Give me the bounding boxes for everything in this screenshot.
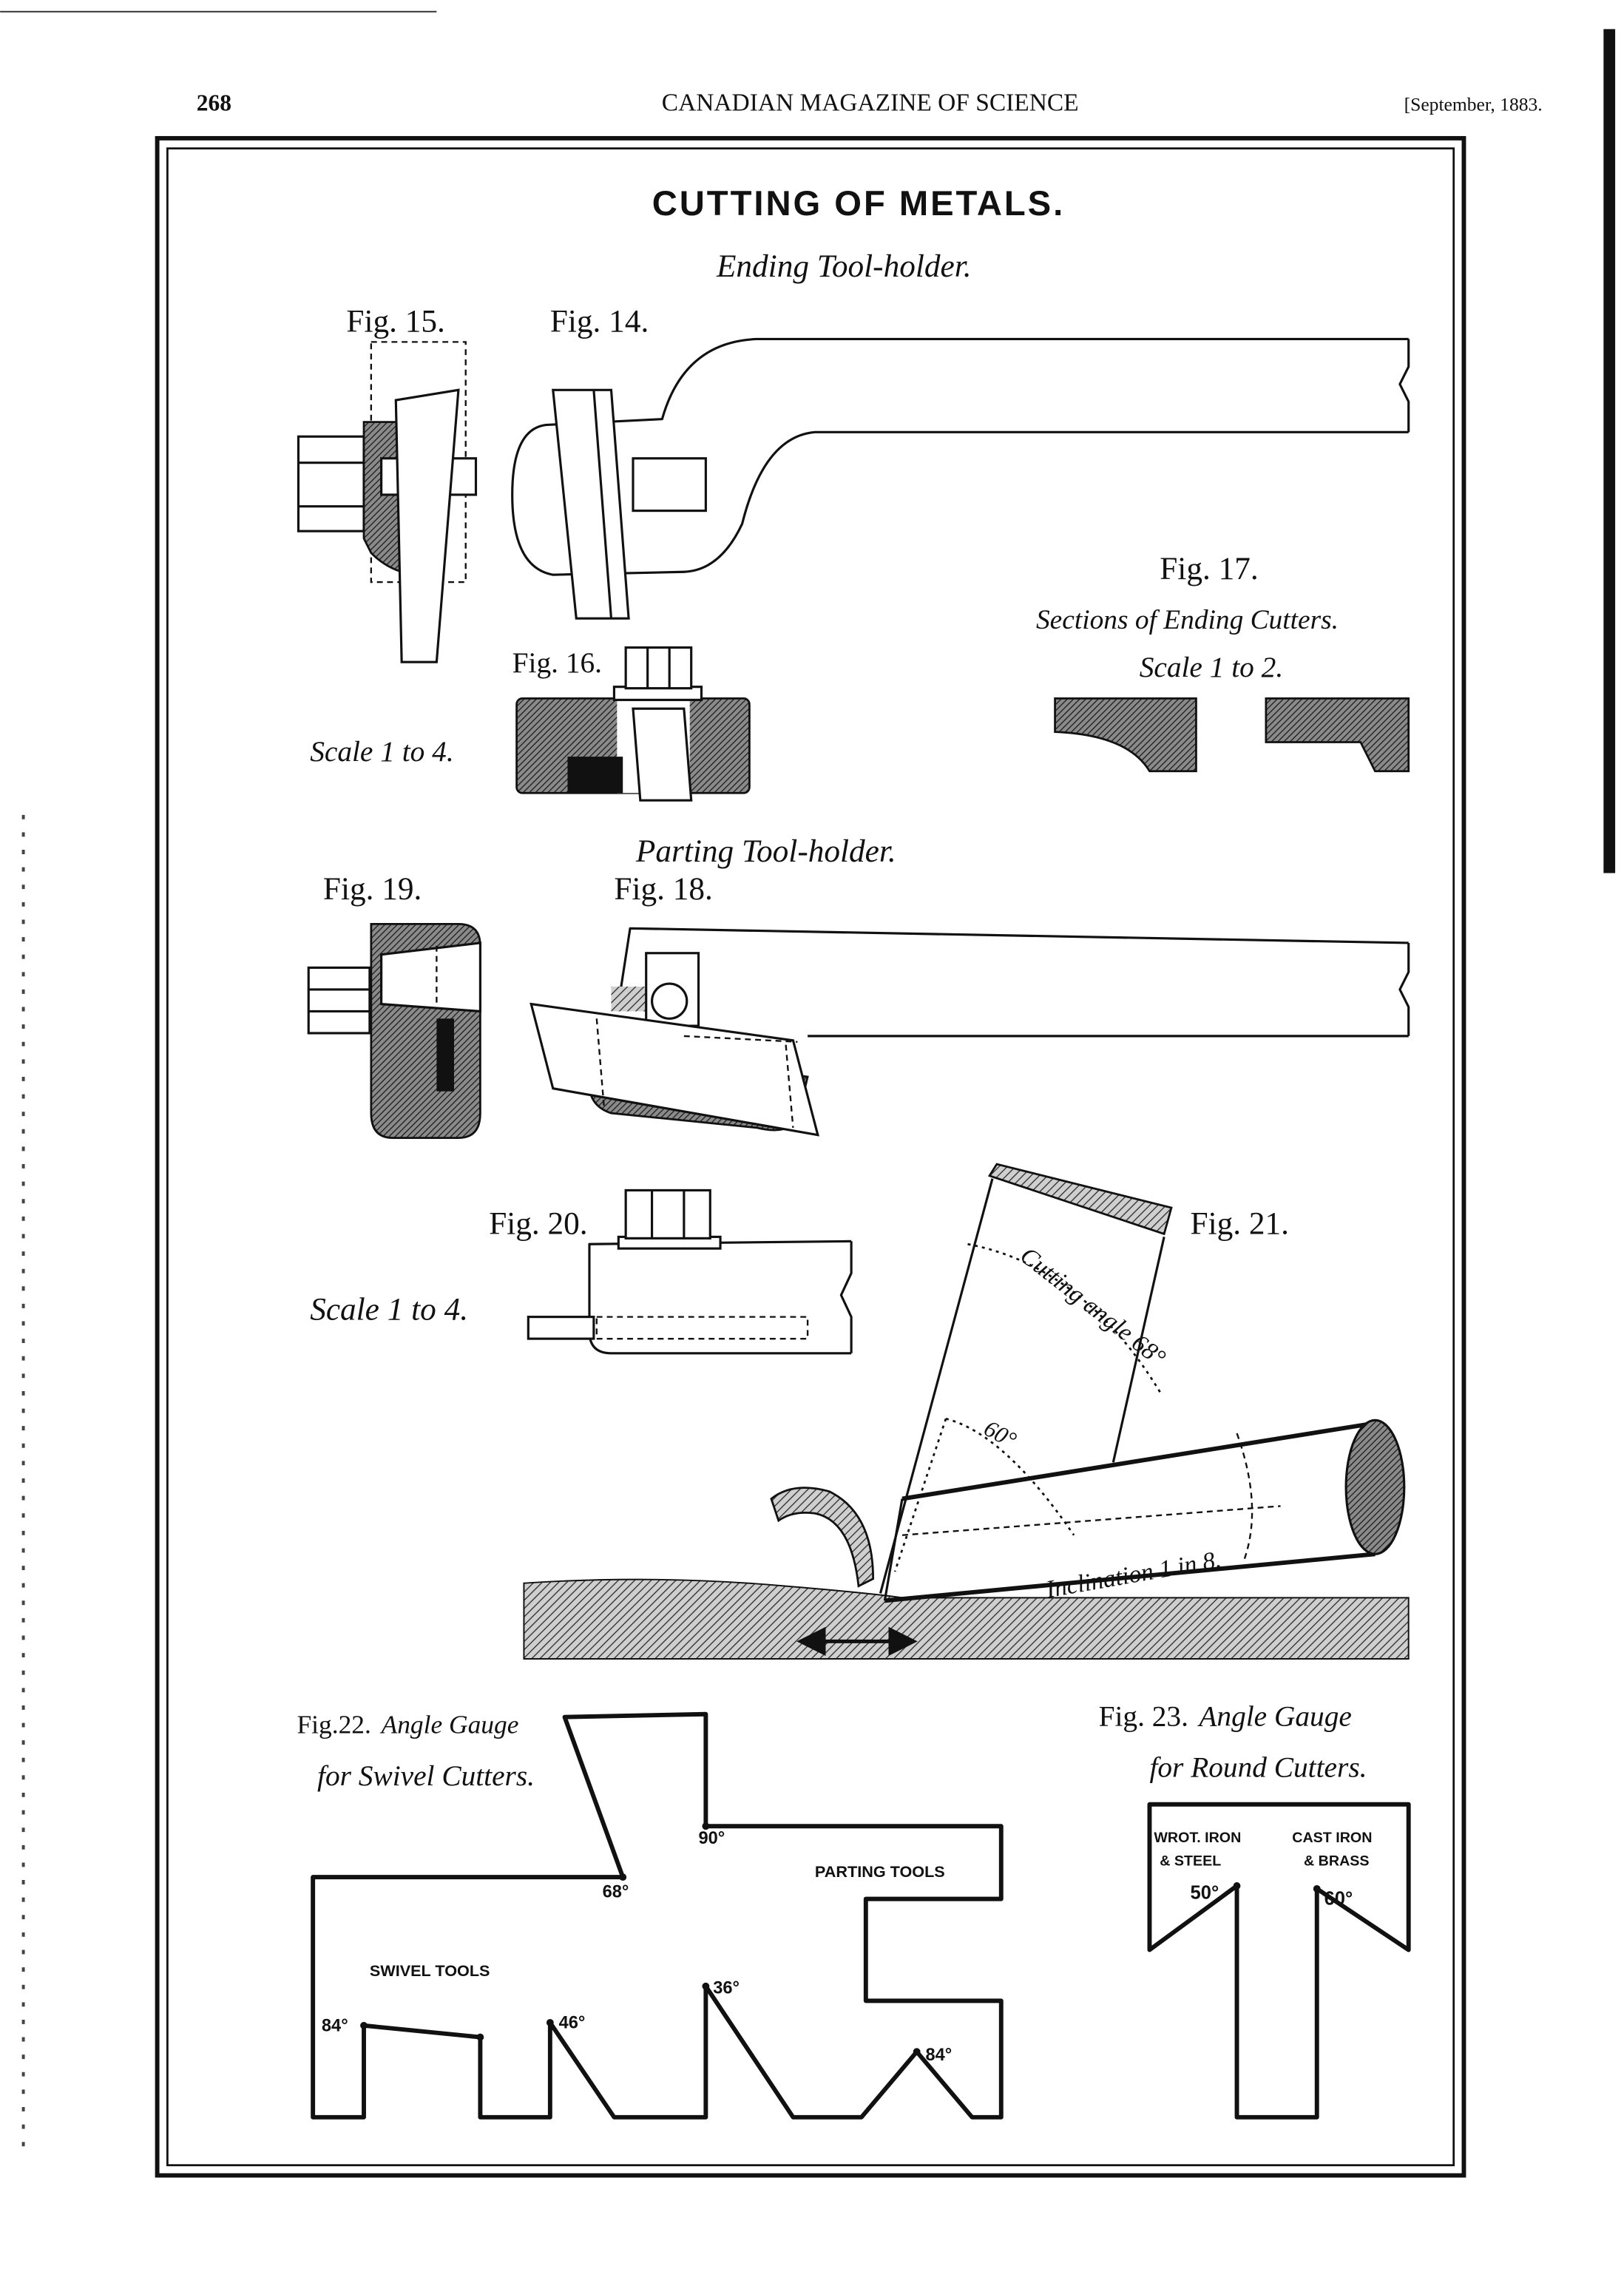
journal-title: CANADIAN MAGAZINE OF SCIENCE [662, 89, 1079, 117]
fig16-drawing [515, 646, 751, 802]
section-heading-parting: Parting Tool-holder. [635, 833, 896, 869]
section-heading-ending: Ending Tool-holder. [716, 248, 972, 284]
fig20-drawing [527, 1188, 853, 1355]
fig21-angle-60: 60° [980, 1415, 1021, 1453]
fig22-gauge [311, 1711, 1004, 2120]
fig14-drawing [511, 337, 1410, 620]
fig23-wrot-iron: WROT. IRON [1154, 1830, 1241, 1846]
scan-right-edge [1603, 29, 1616, 873]
fig23-title: Angle Gauge [1197, 1700, 1352, 1732]
page-number: 268 [197, 90, 231, 116]
fig16-label: Fig. 16. [512, 646, 602, 679]
fig19-label: Fig. 19. [323, 871, 422, 907]
fig23-angle-50: 50° [1191, 1883, 1219, 1904]
plate-frame-inner [166, 147, 1455, 2167]
fig18-label: Fig. 18. [614, 871, 712, 907]
fig17-caption: Sections of Ending Cutters. [1036, 605, 1339, 635]
fig20-label: Fig. 20. [489, 1205, 587, 1241]
fig22-swivel-tools: SWIVEL TOOLS [370, 1961, 490, 1980]
issue-date: [September, 1883. [1404, 94, 1543, 115]
fig23-wrot-steel: & STEEL [1160, 1853, 1221, 1869]
fig22-label: Fig.22. [297, 1709, 371, 1739]
fig19-drawing [307, 923, 481, 1139]
fig22-subtitle: for Swivel Cutters. [317, 1759, 535, 1792]
fig18-drawing [530, 927, 1410, 1137]
fig17-drawing [1054, 697, 1410, 773]
fig22-angle-84-right: 84° [925, 2046, 952, 2065]
fig21-drawing [523, 1163, 1410, 1660]
fig16-scale: Scale 1 to 4. [310, 735, 454, 768]
fig21-label: Fig. 21. [1191, 1205, 1289, 1241]
fig21-inclination: Inclination 1 in 8. [1043, 1546, 1223, 1603]
fig23-gauge [1147, 1802, 1411, 2120]
fig22-angle-90: 90° [699, 1829, 725, 1848]
fig23-subtitle: for Round Cutters. [1149, 1751, 1367, 1783]
fig15-drawing [297, 341, 478, 663]
fig20-scale: Scale 1 to 4. [310, 1292, 468, 1328]
plate-title: CUTTING OF METALS. [652, 184, 1065, 223]
fig23-cast-brass: & BRASS [1304, 1853, 1369, 1869]
fig15-label: Fig. 15. [346, 304, 444, 339]
fig14-label: Fig. 14. [550, 304, 649, 339]
fig23-label: Fig. 23. [1099, 1700, 1188, 1732]
fig22-angle-46: 46° [559, 2014, 586, 2033]
fig23-cast-iron: CAST IRON [1292, 1830, 1372, 1846]
fig22-title: Angle Gauge [380, 1709, 519, 1739]
fig22-angle-68: 68° [603, 1883, 629, 1902]
fig22-angle-84-left: 84° [322, 2017, 348, 2036]
plate-frame-outer [155, 135, 1466, 2178]
fig17-scale: Scale 1 to 2. [1140, 651, 1284, 683]
fig22-parting-tools: PARTING TOOLS [815, 1862, 945, 1881]
fig23-angle-60: 60° [1324, 1889, 1353, 1910]
fig17-label: Fig. 17. [1160, 551, 1258, 586]
fig22-angle-36: 36° [713, 1979, 740, 1998]
